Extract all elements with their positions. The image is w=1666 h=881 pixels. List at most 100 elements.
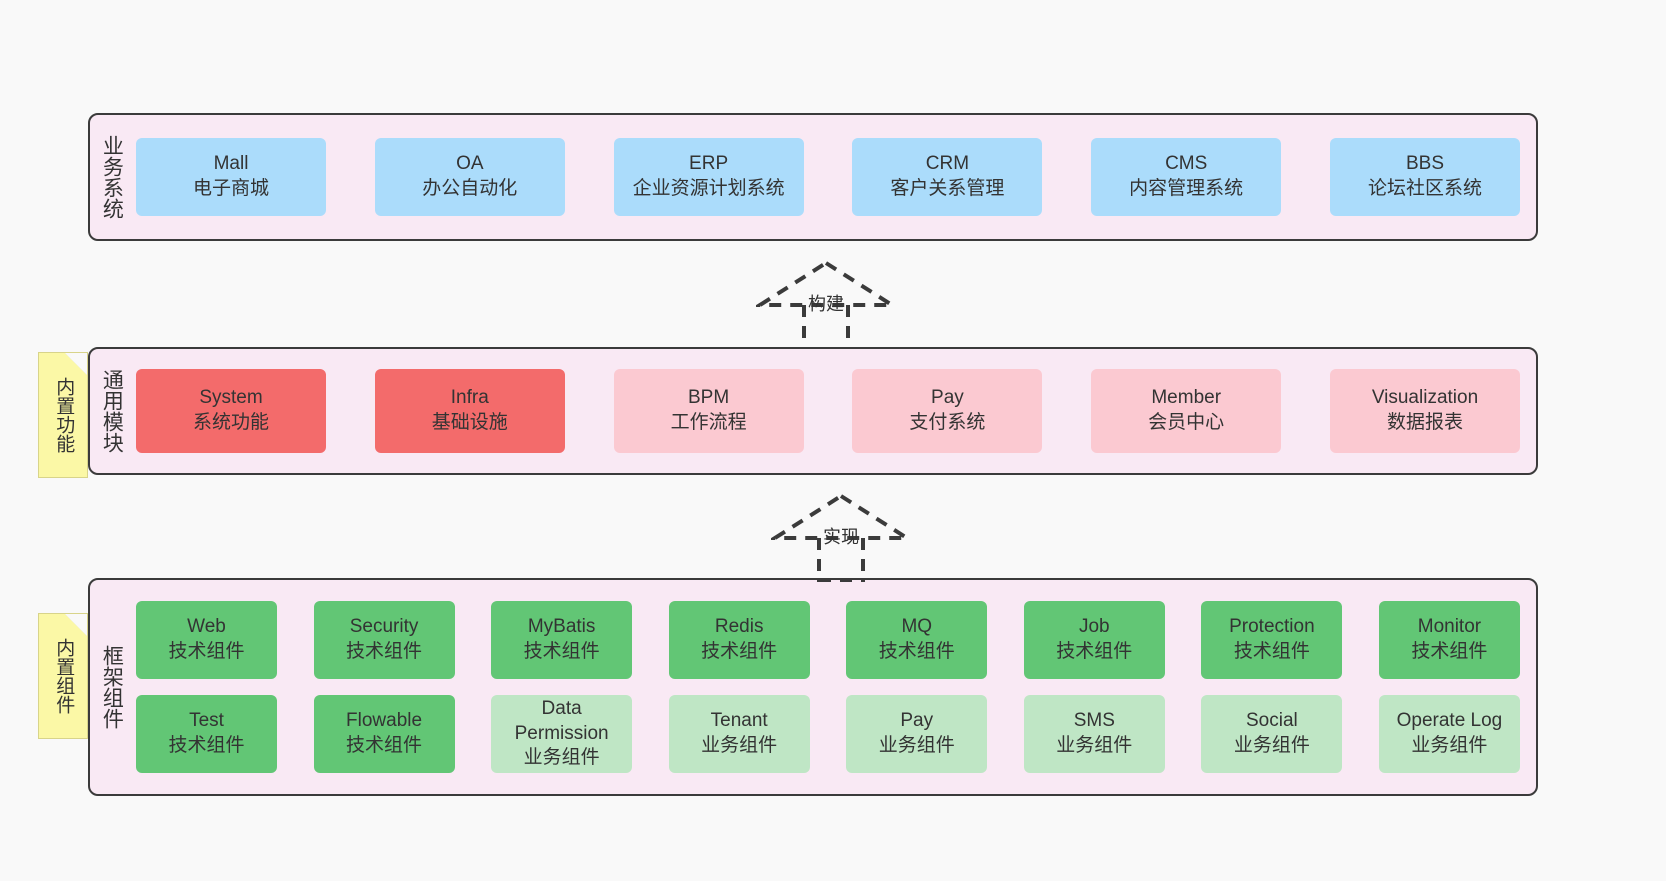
sticky-note-builtin-function: 内置功能: [38, 352, 88, 478]
card-name: Social: [1246, 710, 1298, 732]
card-desc: 业务组件: [1056, 735, 1133, 756]
card-name: MQ: [901, 616, 933, 638]
card-sms[interactable]: SMS 业务组件: [1023, 695, 1165, 773]
card-name: Flowable: [346, 710, 423, 732]
card-name: Web: [187, 616, 226, 638]
card-name: BBS: [1405, 153, 1444, 175]
card-desc: 电子商城: [192, 178, 269, 199]
card-desc: 业务组件: [701, 735, 778, 756]
card-name: CRM: [925, 153, 970, 175]
card-name: MyBatis: [527, 616, 596, 638]
card-desc: 办公自动化: [422, 178, 518, 199]
card-bpm[interactable]: BPM 工作流程: [613, 369, 804, 453]
card-desc: 支付系统: [909, 412, 986, 433]
layer-common-module-title: 通用模块: [100, 369, 124, 453]
card-desc: 技术组件: [1233, 641, 1310, 662]
card-name: SMS: [1073, 710, 1115, 732]
card-desc: 业务组件: [1233, 735, 1310, 756]
card-desc: 技术组件: [346, 735, 423, 756]
card-desc: 技术组件: [1056, 641, 1133, 662]
connector-build: 构建: [756, 257, 896, 349]
card-mall[interactable]: Mall 电子商城: [136, 138, 326, 216]
card-erp[interactable]: ERP 企业资源计划系统: [613, 138, 804, 216]
card-desc: 技术组件: [168, 641, 245, 662]
card-name: Operate Log: [1396, 710, 1503, 732]
card-name: Redis: [714, 616, 764, 638]
card-desc: 企业资源计划系统: [632, 178, 785, 199]
card-test[interactable]: Test 技术组件: [136, 695, 277, 773]
card-name: Job: [1078, 616, 1110, 638]
card-desc: 内容管理系统: [1129, 178, 1244, 199]
card-member[interactable]: Member 会员中心: [1091, 369, 1282, 453]
card-desc: 业务组件: [523, 747, 600, 769]
card-name: Mall: [213, 153, 249, 175]
card-name: Pay: [900, 710, 934, 732]
card-desc: 客户关系管理: [890, 178, 1005, 199]
card-desc: 系统功能: [192, 412, 269, 433]
card-desc: 技术组件: [168, 735, 245, 756]
card-name: CMS: [1165, 153, 1208, 175]
card-desc: 工作流程: [670, 412, 747, 433]
card-name: Pay: [931, 387, 964, 409]
card-desc: 技术组件: [1411, 641, 1488, 662]
card-pay[interactable]: Pay 支付系统: [852, 369, 1043, 453]
card-name: Monitor: [1417, 616, 1482, 638]
card-monitor[interactable]: Monitor 技术组件: [1378, 601, 1520, 679]
card-protection[interactable]: Protection 技术组件: [1201, 601, 1343, 679]
card-visualization[interactable]: Visualization 数据报表: [1329, 369, 1520, 453]
card-desc: 技术组件: [878, 641, 955, 662]
card-flowable[interactable]: Flowable 技术组件: [313, 695, 455, 773]
card-name: Visualization: [1371, 387, 1479, 409]
card-desc: 数据报表: [1386, 412, 1463, 433]
card-name: Test: [189, 710, 224, 732]
card-desc: 基础设施: [431, 412, 508, 433]
card-bbs[interactable]: BBS 论坛社区系统: [1329, 138, 1520, 216]
card-crm[interactable]: CRM 客户关系管理: [852, 138, 1043, 216]
card-social[interactable]: Social 业务组件: [1201, 695, 1343, 773]
card-name: ERP: [689, 153, 729, 175]
card-desc: 会员中心: [1148, 412, 1225, 433]
card-desc: 论坛社区系统: [1367, 178, 1482, 199]
card-mybatis[interactable]: MyBatis 技术组件: [491, 601, 633, 679]
card-name: Infra: [450, 387, 489, 409]
card-name: Protection: [1229, 616, 1315, 638]
card-tenant[interactable]: Tenant 业务组件: [668, 695, 810, 773]
card-name: Tenant: [710, 710, 768, 732]
card-name: Security: [349, 616, 419, 638]
card-pay[interactable]: Pay 业务组件: [846, 695, 988, 773]
connector-build-label: 构建: [808, 294, 844, 314]
connector-implement-label: 实现: [823, 527, 859, 547]
card-web[interactable]: Web 技术组件: [136, 601, 277, 679]
layer-framework-component-title: 框架组件: [100, 645, 124, 729]
sticky-note-builtin-component-label: 内置组件: [53, 638, 75, 714]
card-redis[interactable]: Redis 技术组件: [668, 601, 810, 679]
card-name: Member: [1151, 387, 1222, 409]
card-name: BPM: [688, 387, 730, 409]
card-desc: 技术组件: [523, 641, 600, 662]
sticky-note-builtin-function-label: 内置功能: [53, 377, 75, 453]
card-mq[interactable]: MQ 技术组件: [846, 601, 988, 679]
card-cms[interactable]: CMS 内容管理系统: [1091, 138, 1282, 216]
card-name: Data Permission: [514, 697, 609, 744]
card-desc: 业务组件: [878, 735, 955, 756]
card-infra[interactable]: Infra 基础设施: [374, 369, 565, 453]
sticky-note-builtin-component: 内置组件: [38, 613, 88, 739]
card-data-permission[interactable]: Data Permission 业务组件: [491, 695, 633, 773]
card-job[interactable]: Job 技术组件: [1023, 601, 1165, 679]
connector-implement: 实现: [771, 490, 911, 582]
card-desc: 技术组件: [701, 641, 778, 662]
